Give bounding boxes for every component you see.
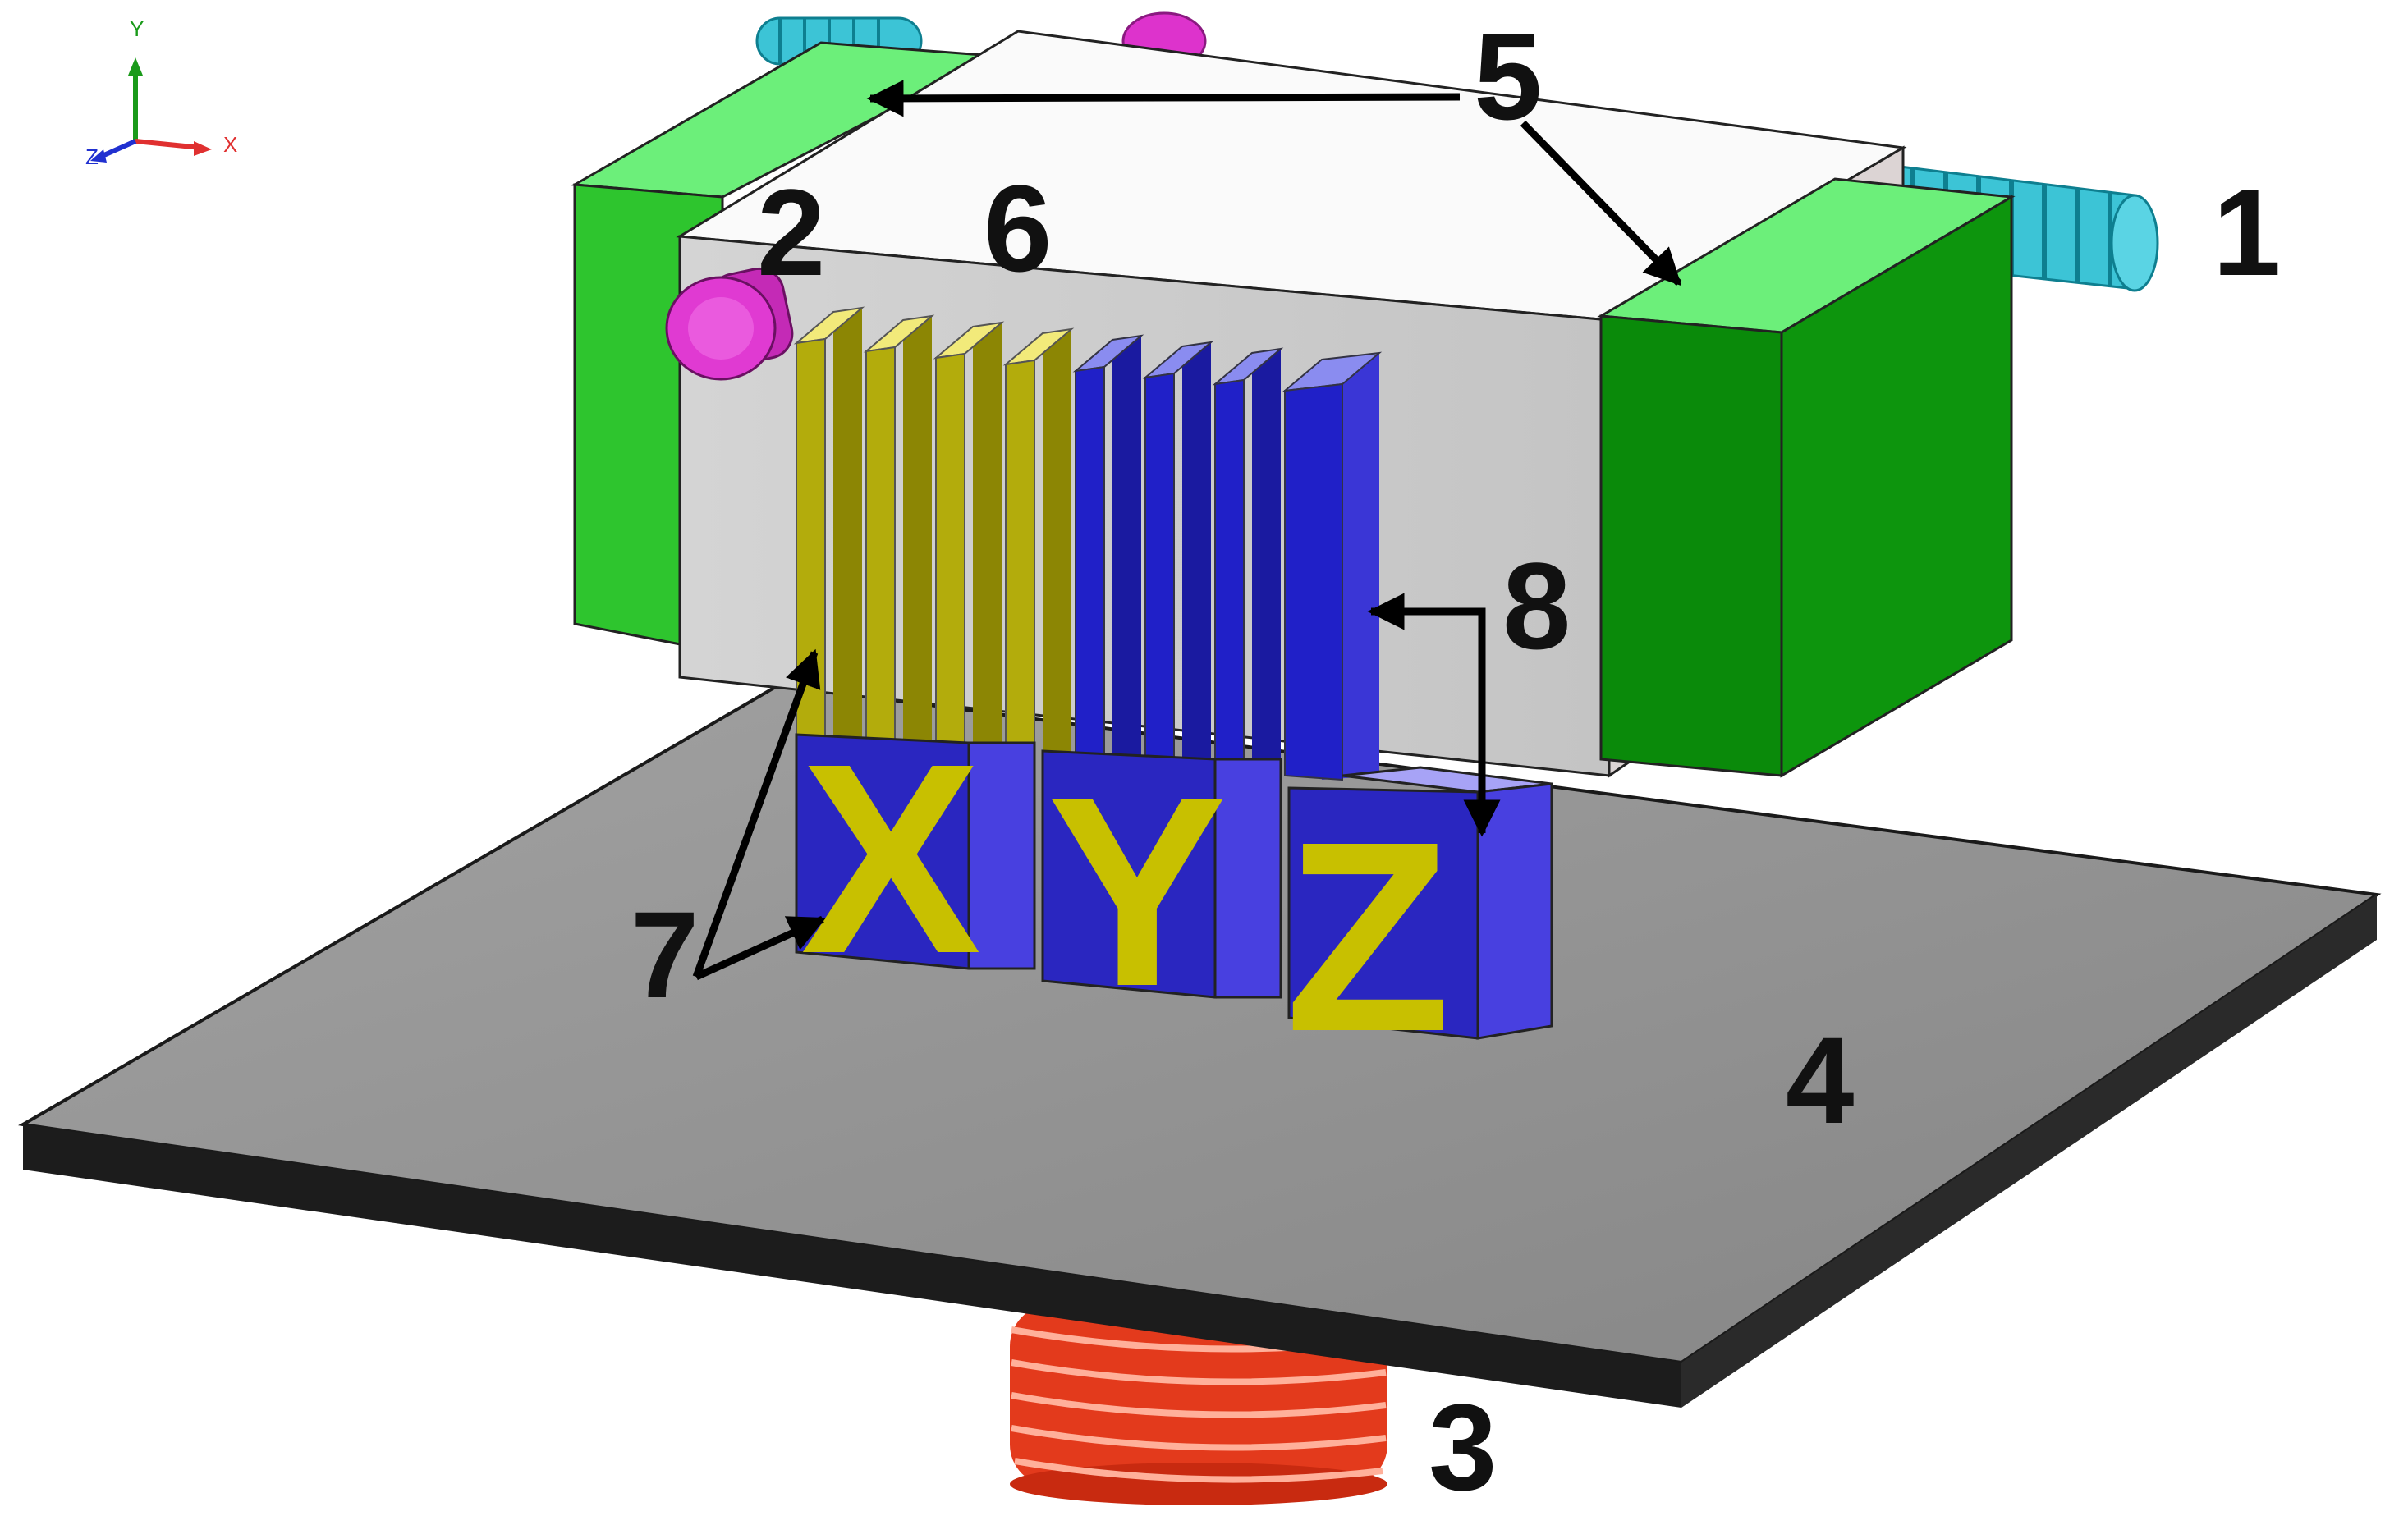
axis-triad-icon: Y X Z	[85, 16, 237, 169]
block-x-letter: X	[800, 707, 983, 1010]
yellow-plates	[793, 306, 1075, 755]
block-y: Y	[1041, 740, 1282, 1042]
axis-z-label: Z	[85, 144, 99, 169]
label-3: 3	[1429, 1378, 1497, 1512]
arrow-5-right	[1520, 120, 1682, 286]
label-6: 6	[984, 159, 1052, 297]
block-z-letter: Z	[1285, 785, 1451, 1088]
arrow-8	[1373, 607, 1501, 837]
block-z: Z	[1285, 766, 1553, 1088]
block-x: X	[795, 707, 1036, 1010]
callout-labels: 1 2 3 4 5 6 7 8	[631, 7, 2281, 1516]
magenta-knob-front	[665, 267, 794, 381]
label-7: 7	[631, 886, 699, 1024]
label-5: 5	[1474, 7, 1542, 145]
leader-arrows	[692, 80, 1682, 981]
green-block-right	[1597, 177, 2016, 778]
base-plate	[18, 683, 2382, 1408]
xyz-blocks: X Y Z	[795, 707, 1553, 1088]
label-8: 8	[1502, 537, 1571, 675]
block-y-letter: Y	[1047, 740, 1227, 1042]
blue-plates	[1072, 334, 1383, 781]
axis-x-label: X	[223, 132, 237, 157]
arrow-7-upper	[692, 648, 821, 978]
axis-y-label: Y	[130, 16, 144, 41]
arrow-5-left	[866, 80, 1461, 117]
arrow-7-lower	[695, 915, 827, 981]
label-4: 4	[1786, 1011, 1854, 1149]
label-2: 2	[757, 163, 825, 301]
plate-stack	[793, 306, 1383, 781]
label-1: 1	[2213, 163, 2281, 301]
